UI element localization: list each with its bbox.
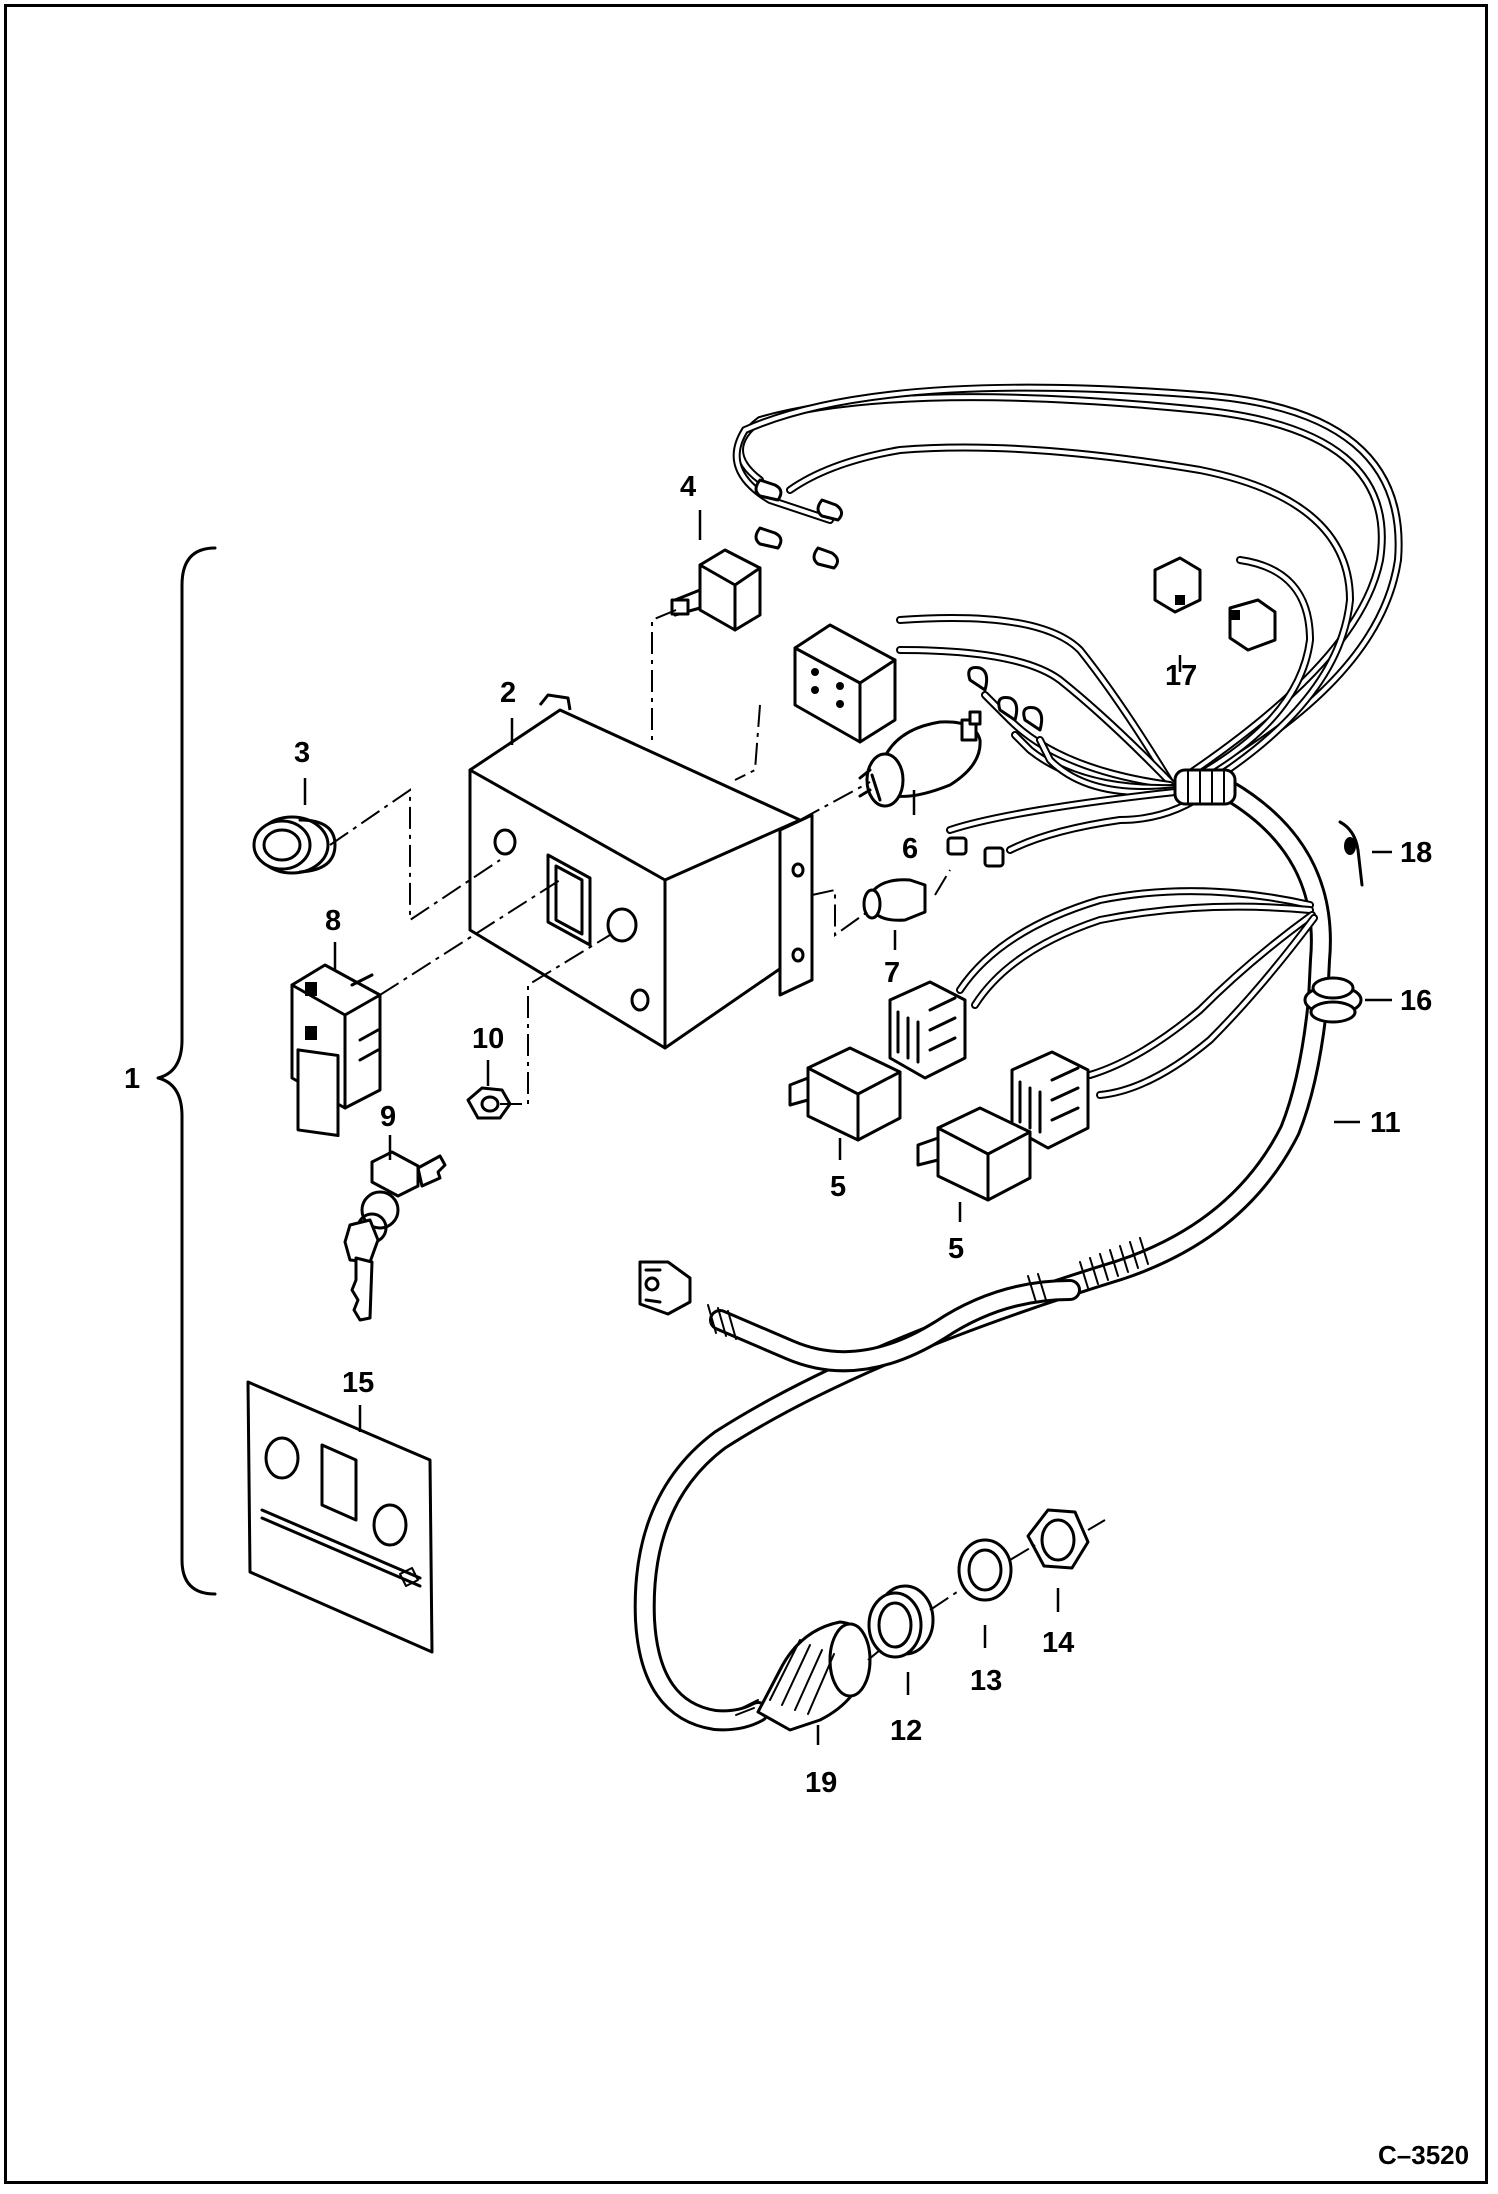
ignition-keys [343,1150,447,1322]
callout-5-lower: 5 [948,1233,964,1265]
callout-18: 18 [1400,837,1432,869]
callout-5-upper: 5 [830,1171,846,1203]
callout-17: 17 [1165,660,1197,692]
ring-terminals [967,666,1044,732]
bullet-connectors [946,836,1005,868]
indicator-bulb [862,878,927,922]
multi-pin-connector [793,623,897,744]
plug-adapter-ring [867,1584,935,1659]
control-box [468,693,814,1050]
plug-connector [735,1620,872,1732]
spade-terminals [754,478,843,570]
callout-labels: 1 2 3 4 5 5 6 7 8 9 10 11 12 13 14 15 16… [124,471,1432,1799]
relay-socket-upper [888,980,967,1080]
callout-2: 2 [500,677,516,709]
sealing-washer [957,1538,1013,1602]
relay-upper [788,1046,902,1142]
callout-15: 15 [342,1367,374,1399]
assembly-brace [156,546,217,1596]
callout-13: 13 [970,1665,1002,1697]
switch-panel-decal [246,1380,434,1654]
assembly-lines [329,609,1106,1661]
cable-tie [1338,820,1364,887]
callout-1: 1 [124,1063,140,1095]
callout-7: 7 [884,957,900,989]
loop-wires [732,383,1403,1099]
two-pin-connector [1153,556,1277,652]
grommet [1303,976,1363,1024]
leader-lines [303,510,1392,1745]
callout-12: 12 [890,1715,922,1747]
callout-4: 4 [680,471,696,503]
harness-end-plug [638,1260,692,1316]
callout-9: 9 [380,1101,396,1133]
harness-split-sleeve [1173,768,1237,806]
indicator-lens [252,815,337,875]
callout-10: 10 [472,1023,504,1055]
callout-16: 16 [1400,985,1432,1017]
page-border [4,4,1488,2184]
callout-19: 19 [805,1767,837,1799]
callout-3: 3 [294,737,310,769]
callout-6: 6 [902,833,918,865]
figure-id: C–3520 [1378,2140,1469,2170]
callout-11: 11 [1370,1107,1401,1139]
callout-8: 8 [325,905,341,937]
rocker-switch [290,963,382,1138]
callout-14: 14 [1042,1627,1074,1659]
pressure-switch [858,710,982,808]
jam-nut [1026,1508,1090,1570]
rotary-switch [670,548,762,632]
relay-lower [916,1106,1032,1202]
